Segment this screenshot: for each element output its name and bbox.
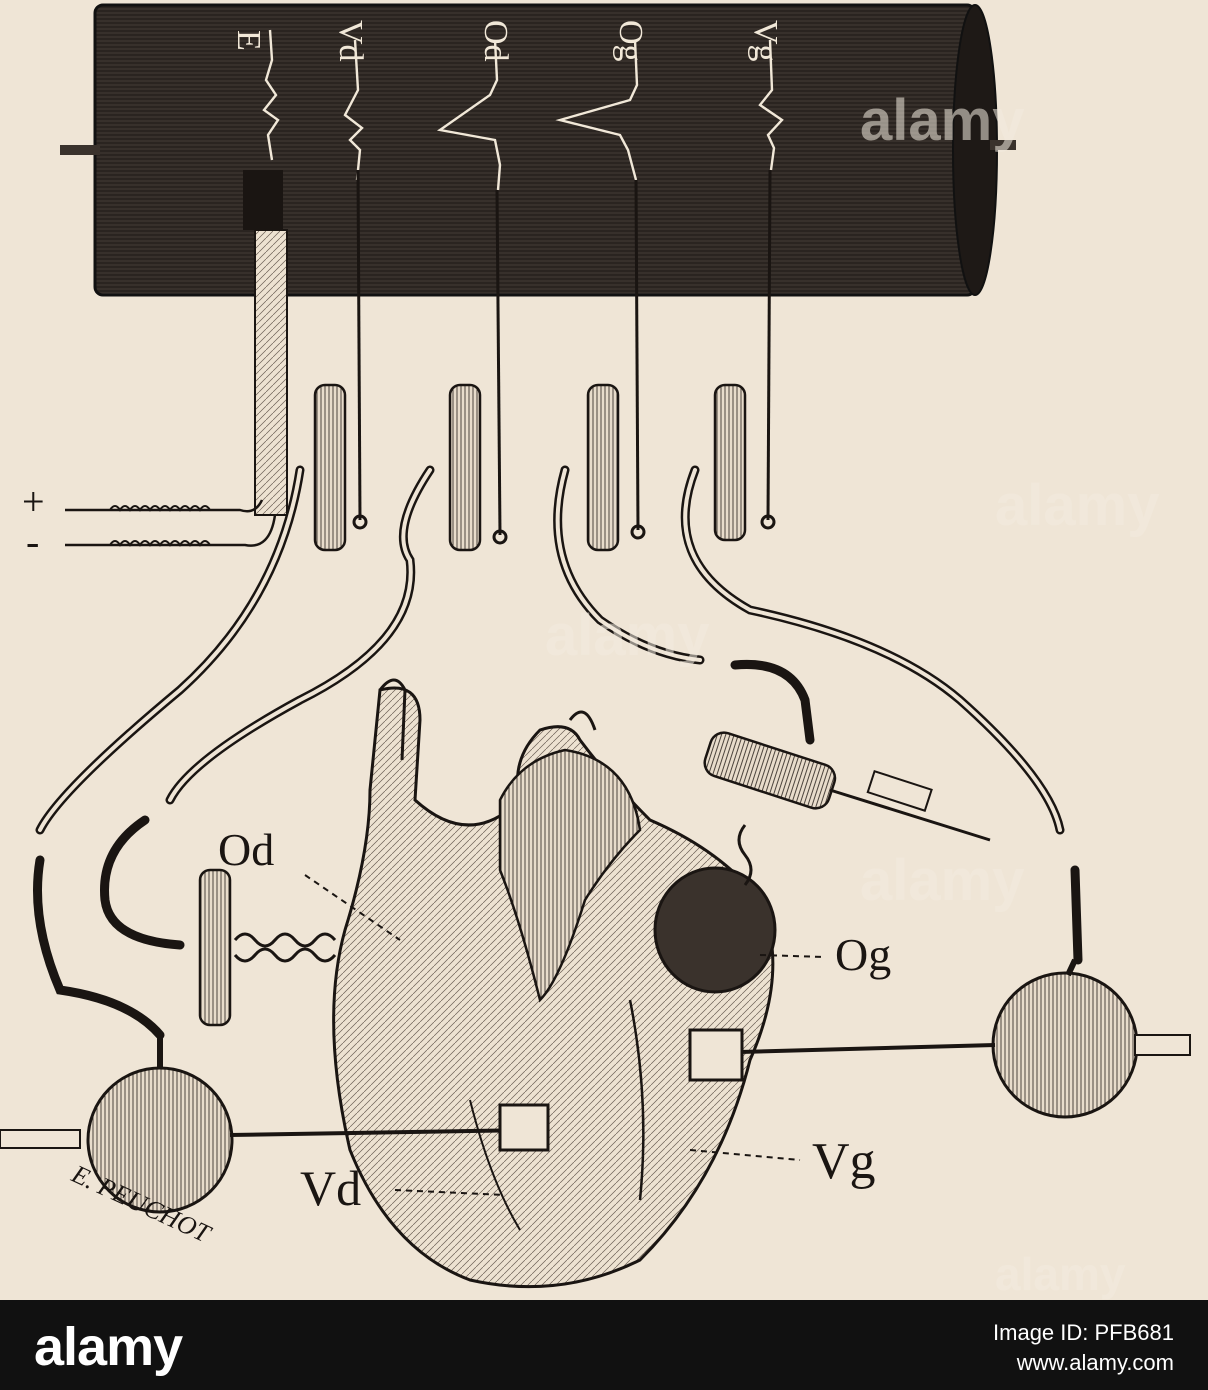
label-vd: Vd: [300, 1160, 361, 1216]
image-id: Image ID: PFB681: [993, 1318, 1174, 1348]
od-tambour: [200, 870, 335, 1025]
label-og: Og: [835, 929, 891, 980]
footer-meta: Image ID: PFB681 www.alamy.com: [993, 1318, 1174, 1378]
upper-tambours: [315, 385, 745, 550]
drum-label-vd: Vd: [332, 20, 369, 62]
engraving-plate: E Vd Od Og Vg + -: [0, 0, 1208, 1300]
watermark-5: alamy: [995, 1248, 1126, 1300]
electric-wires: [65, 500, 275, 546]
plus-sign: +: [22, 479, 45, 524]
footer-logo[interactable]: alamy: [34, 1316, 182, 1378]
watermark-2: alamy: [995, 473, 1159, 538]
site-url[interactable]: www.alamy.com: [993, 1348, 1174, 1378]
watermark-4: alamy: [860, 848, 1024, 913]
minus-sign: -: [26, 519, 39, 564]
drum-label-e: E: [230, 30, 267, 51]
drum-label-od: Od: [477, 20, 514, 62]
watermark-1: alamy: [860, 88, 1024, 153]
label-vg: Vg: [812, 1133, 876, 1190]
drum-label-og: Og: [612, 20, 649, 62]
stock-footer: alamy Image ID: PFB681 www.alamy.com: [0, 1300, 1208, 1390]
drum-label-vg: Vg: [747, 20, 784, 62]
watermark-3: alamy: [545, 603, 709, 668]
signal-column: [243, 170, 287, 515]
label-od: Od: [218, 824, 274, 875]
